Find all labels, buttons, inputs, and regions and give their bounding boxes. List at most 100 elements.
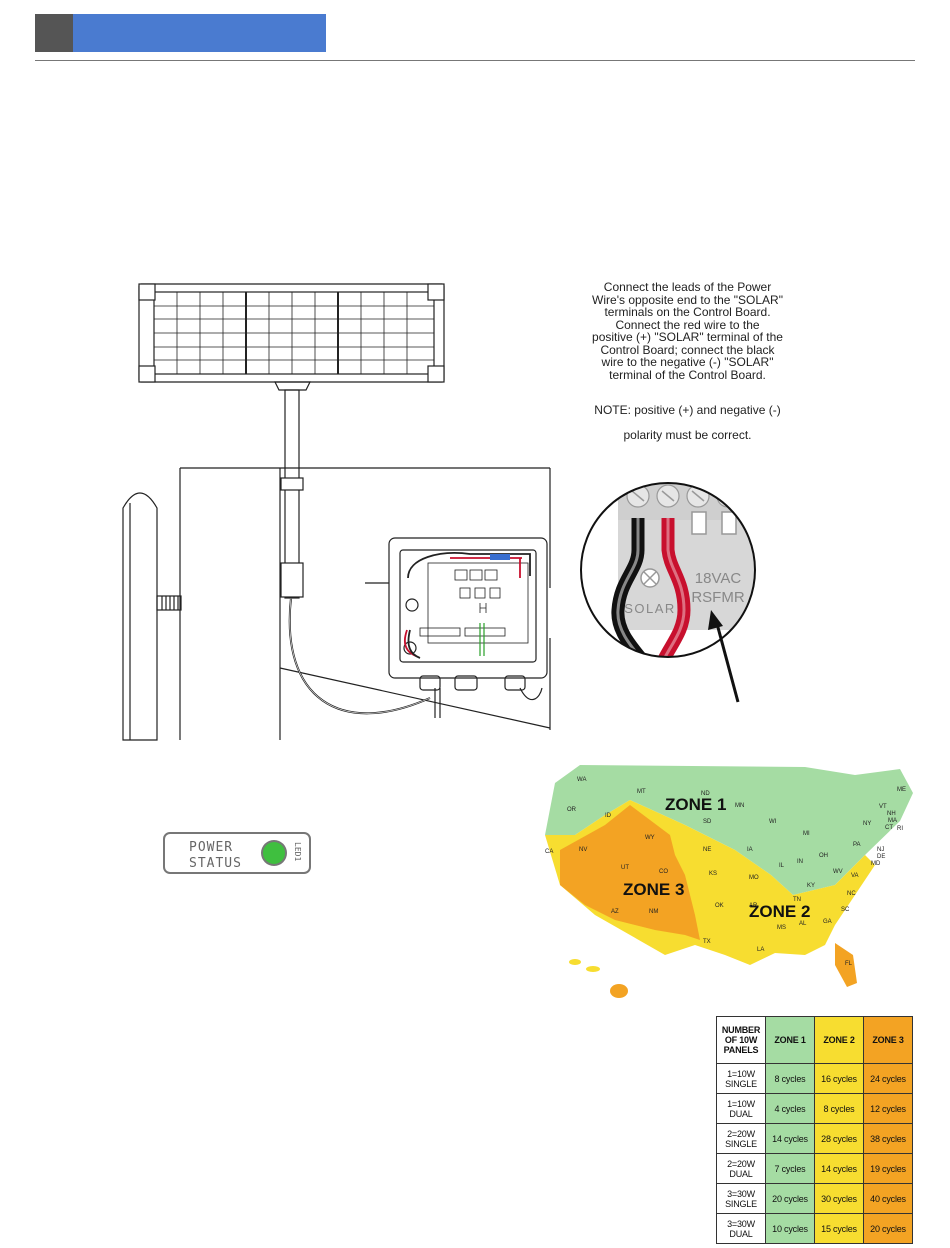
state-label: FL [845,961,853,967]
state-label: NJ [877,847,884,853]
panel-cycles-table: NUMBER OF 10W PANELS ZONE 1 ZONE 2 ZONE … [716,1016,913,1244]
state-label: AZ [611,909,619,915]
header-rule [35,60,915,61]
instruction-line: Wire's opposite end to the "SOLAR" [592,292,783,307]
led-label: LED1 [293,842,302,861]
state-label: ID [605,813,612,819]
state-label: WI [769,819,777,825]
state-label: MS [777,925,786,931]
header-panels: NUMBER OF 10W PANELS [716,1016,766,1064]
state-label: GA [823,919,832,925]
state-label: OR [567,807,577,813]
status-led-icon [263,842,285,864]
panel-line1: 1=10W [727,1068,755,1079]
zone1-cell: 20 cycles [765,1183,815,1214]
state-label: WA [577,777,586,783]
status-label: STATUS [189,856,242,871]
florida-region [835,943,857,987]
panel-line2: SINGLE [725,1078,757,1089]
zone3-region [560,805,700,940]
zone3-label: ZONE 3 [623,880,684,899]
panel-line2: SINGLE [725,1198,757,1209]
state-label: AR [749,903,758,909]
state-label: VT [879,804,887,810]
state-label: NC [847,891,856,897]
zone3-cell: 19 cycles [863,1153,913,1184]
note-line: NOTE: positive (+) and negative (-) [594,403,781,417]
state-label: OH [819,853,828,859]
state-label: MD [871,861,881,867]
state-label: NM [649,909,658,915]
voltage-label: 18VAC [695,570,742,587]
state-label: MO [749,875,759,881]
state-label: WV [833,869,843,875]
terminal-detail: SOLAR 18VAC RSFMR [580,482,756,703]
state-label: LA [757,947,764,953]
instruction-line: wire to the negative (-) "SOLAR" [601,355,774,369]
zone2-cell: 8 cycles [814,1093,864,1124]
panel-line1: 2=20W [727,1128,755,1139]
state-label: RI [897,826,903,832]
state-label: MT [637,789,646,795]
zone1-cell: 7 cycles [765,1153,815,1184]
zone1-cell: 10 cycles [765,1213,815,1244]
state-label: WY [645,835,655,841]
state-label: PA [853,842,861,848]
state-label: IA [747,847,753,853]
power-label: POWER [189,840,233,855]
polarity-note: NOTE: positive (+) and negative (-) pola… [575,392,800,453]
state-label: SD [703,819,712,825]
note-line: polarity must be correct. [623,427,752,442]
xfmr-label: RSFMR [691,589,744,606]
table-header-row: NUMBER OF 10W PANELS ZONE 1 ZONE 2 ZONE … [716,1016,913,1064]
zone2-cell: 14 cycles [814,1153,864,1184]
zone1-cell: 4 cycles [765,1093,815,1124]
state-label: NY [863,821,871,827]
connection-instructions: Connect the leads of the Power Wire's op… [575,281,800,381]
control-box [388,537,548,679]
state-label: TX [703,939,711,945]
panel-line2: DUAL [729,1168,753,1179]
instruction-line: Connect the leads of the Power [603,280,772,294]
state-label: CO [659,869,668,875]
installation-illustration [122,283,551,741]
state-label: MA [888,818,897,824]
panel-line2: DUAL [729,1228,753,1239]
state-label: MN [735,803,744,809]
header-zone2: ZONE 2 [814,1016,864,1064]
panel-line1: 2=20W [727,1158,755,1169]
zone1-cell: 14 cycles [765,1123,815,1154]
state-label: DE [877,854,885,860]
zone3-cell: 38 cycles [863,1123,913,1154]
state-label: ME [897,787,906,793]
state-label: KS [709,871,717,877]
state-label: VA [851,873,859,879]
instruction-line: terminal of the Control Board. [609,367,766,382]
zone-map: ZONE 1 ZONE 2 ZONE 3 WA MT ND OR ID SD M… [545,765,913,998]
header-gray-block [35,14,73,52]
state-label: CT [885,825,893,831]
instruction-line: positive (+) "SOLAR" terminal of the [592,330,783,344]
zone2-cell: 15 cycles [814,1213,864,1244]
panel-line1: 1=10W [727,1098,755,1109]
header-zone3: ZONE 3 [863,1016,913,1064]
zone3-cell: 12 cycles [863,1093,913,1124]
zone2-cell: 28 cycles [814,1123,864,1154]
state-label: KY [807,883,815,889]
zone1-label: ZONE 1 [665,795,726,814]
header-zone1: ZONE 1 [765,1016,815,1064]
instruction-line: terminals on the Control Board. [604,305,771,319]
instruction-line: Connect the red wire to the [615,317,760,332]
panel-line1: 3=30W [727,1188,755,1199]
panel-line2: SINGLE [725,1138,757,1149]
panel-line1: 3=30W [727,1218,755,1229]
